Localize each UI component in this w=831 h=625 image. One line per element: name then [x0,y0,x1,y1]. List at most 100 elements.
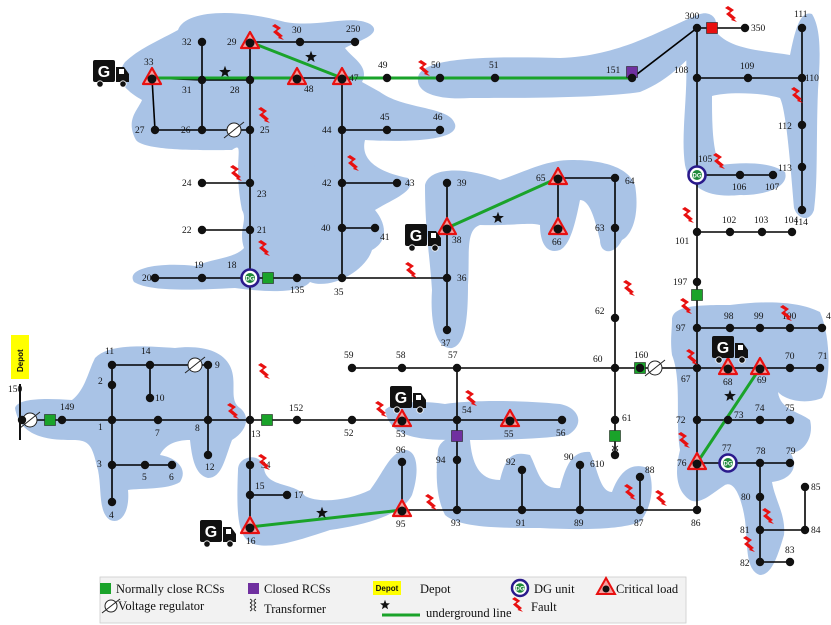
bus-node [435,125,445,135]
truck-badge-text: G [410,228,422,245]
bus-label: 150 [8,385,23,395]
bus-node [370,223,380,233]
bus-node [337,125,347,135]
bus-node [785,415,795,425]
bus-node [557,415,567,425]
service-region [120,12,456,292]
bus-label: 24 [182,179,192,189]
bus-label: 87 [634,519,644,529]
bus-label: 3 [97,460,102,470]
bus-label: 197 [673,278,688,288]
bus-label: 111 [794,10,808,20]
bus-label: 90 [564,453,574,463]
bus-label: 95 [396,520,406,530]
bus-label: 22 [182,226,192,236]
bus-label: 610 [590,460,605,470]
bus-node [337,178,347,188]
underground-line-star [316,506,328,518]
dg-badge-text: DG [246,276,255,282]
bus-label: 135 [290,286,305,296]
bus-node [610,313,620,323]
bus-label: 20 [142,274,152,284]
bus-label: 14 [141,347,151,357]
bus-node [743,73,753,83]
bus-node [245,415,255,425]
bus-node [692,277,702,287]
bus-label: 91 [516,519,526,529]
legend-depot-badge: Depot [376,584,399,593]
bus-node [347,415,357,425]
critical-load-node [717,356,739,376]
legend-critical-load-label: Critical load [616,582,679,596]
bus-node [392,178,402,188]
critical-load-node [686,451,708,471]
bus-node [150,125,160,135]
underground-line-star [492,211,504,223]
bus-label: 350 [751,24,766,34]
bus-label: 79 [786,447,796,457]
bus-node [635,363,645,373]
underground-line [446,176,559,230]
bus-node [517,465,527,475]
bus-label: 70 [785,352,795,362]
bus-node [575,505,585,515]
service-region [15,346,247,521]
service-region [289,93,347,251]
bus-node [610,363,620,373]
legend-star-icon [380,599,390,610]
feeder-line [151,77,156,131]
legend-transformer-icon [249,598,257,612]
bus-node [197,125,207,135]
bus-node [610,450,620,460]
bus-label: 17 [294,491,304,501]
bus-node [610,173,620,183]
bus-label: 78 [756,447,766,457]
feeder-line [631,27,698,79]
dg-unit-node: DG [687,165,707,185]
critical-load-node [331,66,353,86]
bus-node [245,490,255,500]
bus-label: 69 [757,376,767,386]
bus-label: 77 [722,444,732,454]
bus-label: 54 [462,406,472,416]
bus-node [692,363,702,373]
fault-icon [655,490,667,506]
legend-depot-swatch [373,581,401,595]
bus-label: 33 [144,58,154,68]
bus-node [197,273,207,283]
bus-label: 57 [448,351,458,361]
legend-voltage-regulator-icon [101,598,121,614]
critical-load-node [286,66,308,86]
bus-node [197,75,207,85]
bus-node [735,170,745,180]
underground-line-star [219,65,231,77]
bus-label: 72 [676,416,686,426]
bus-node [197,37,207,47]
bus-label: 21 [257,226,267,236]
generator-truck-icon: G [390,386,426,414]
bus-node [757,227,767,237]
bus-node [785,323,795,333]
bus-node [442,273,452,283]
bus-node [725,227,735,237]
bus-node [295,37,305,47]
dg-unit-node: DG [718,453,738,473]
bus-node [755,557,765,567]
bus-label: 75 [785,404,795,414]
bus-node [435,73,445,83]
fault-icon [375,401,387,417]
bus-label: 109 [740,62,755,72]
bus-node [452,415,462,425]
bus-label: 152 [289,404,304,414]
bus-label: 5 [142,473,147,483]
bus-node [245,460,255,470]
bus-node [740,23,750,33]
critical-load-node [547,166,569,186]
bus-node [725,323,735,333]
critical-load-node [141,66,163,86]
bus-label: 15 [255,482,265,492]
bus-label: 19 [194,261,204,271]
generator-truck-icon: G [200,520,236,548]
bus-label: 110 [805,74,819,84]
bus-label: 103 [754,216,769,226]
